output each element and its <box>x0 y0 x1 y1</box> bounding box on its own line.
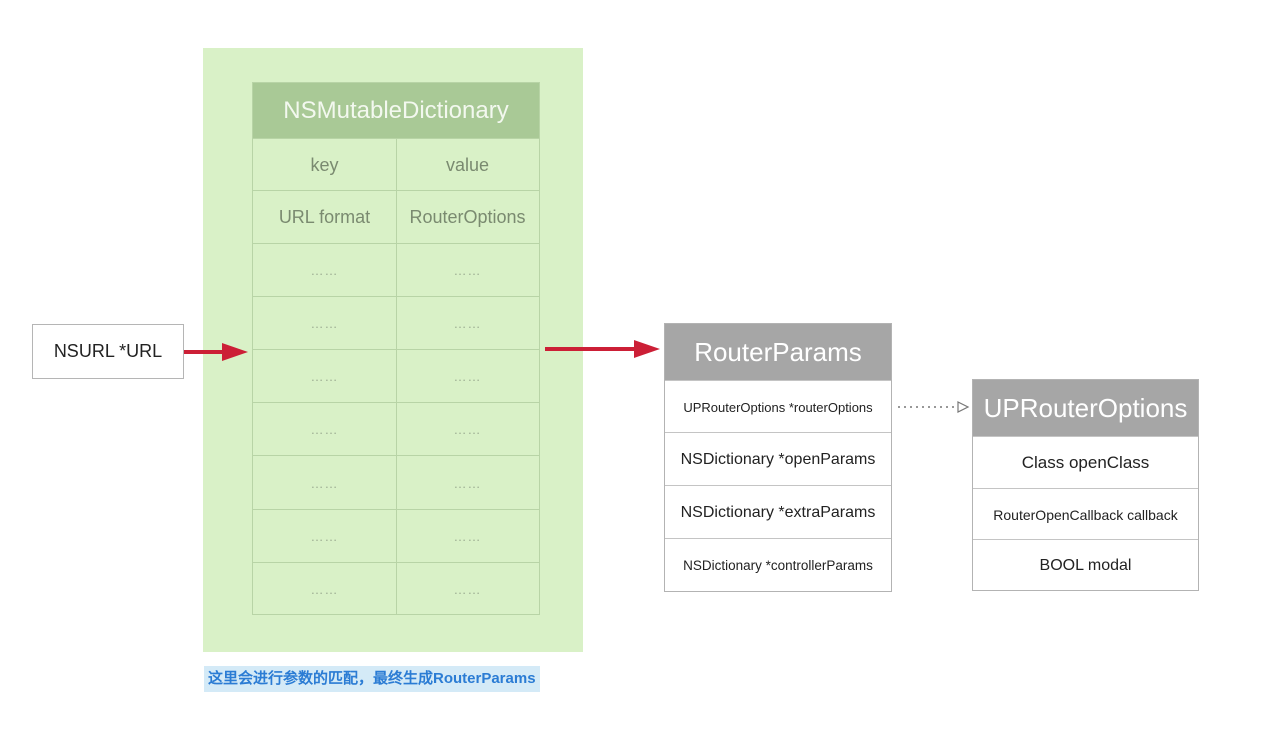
caption: 这里会进行参数的匹配，最终生成RouterParams <box>204 666 540 692</box>
dictionary-value-cell: …… <box>453 316 482 331</box>
dictionary-row: …… …… <box>253 402 539 456</box>
router-params-title: RouterParams <box>665 324 891 380</box>
dictionary-value-cell: …… <box>453 529 482 544</box>
router-options-title: UPRouterOptions <box>973 380 1198 436</box>
dictionary-row: …… …… <box>253 455 539 510</box>
arrow-url-to-dictionary <box>184 343 248 361</box>
dictionary-row: …… …… <box>253 509 539 563</box>
dictionary-value-cell: …… <box>453 422 482 437</box>
router-options-field: Class openClass <box>973 436 1198 489</box>
router-params-field: UPRouterOptions *routerOptions <box>665 380 891 433</box>
router-params-field: NSDictionary *openParams <box>665 432 891 486</box>
router-params-box: RouterParams UPRouterOptions *routerOpti… <box>664 323 892 592</box>
dictionary-key-cell: …… <box>253 510 397 563</box>
dictionary-key-cell: …… <box>253 350 397 403</box>
router-options-field: BOOL modal <box>973 539 1198 591</box>
dotted-arrow-router-options <box>898 401 970 413</box>
dictionary-row: …… …… <box>253 296 539 350</box>
dictionary-key-cell: …… <box>253 403 397 456</box>
dictionary-panel <box>203 48 583 652</box>
dictionary-column-value: value <box>445 154 490 175</box>
dictionary-value-cell: …… <box>453 581 482 597</box>
dictionary-row: URL format RouterOptions <box>253 190 539 244</box>
arrow-dictionary-to-router-params <box>545 340 660 358</box>
dictionary-value-cell: …… <box>453 263 482 278</box>
dictionary-key-cell: URL format <box>253 191 397 244</box>
dictionary-value-cell: …… <box>453 475 482 491</box>
router-params-field: NSDictionary *controllerParams <box>665 538 891 592</box>
dictionary-key-cell: …… <box>253 244 397 297</box>
dictionary-row: …… …… <box>253 349 539 403</box>
router-options-box: UPRouterOptions Class openClass RouterOp… <box>972 379 1199 591</box>
nsurl-input-box: NSURL *URL <box>32 324 184 379</box>
dictionary-row: …… …… <box>253 243 539 297</box>
dictionary-column-key: key <box>253 139 397 191</box>
dictionary-key-cell: …… <box>253 297 397 350</box>
dictionary-row: …… …… <box>253 562 539 615</box>
dictionary-table: NSMutableDictionary key value URL format… <box>252 82 540 615</box>
dictionary-key-cell: …… <box>253 456 397 510</box>
router-options-field: RouterOpenCallback callback <box>973 488 1198 540</box>
router-params-field: NSDictionary *extraParams <box>665 485 891 539</box>
dictionary-key-cell: …… <box>253 563 397 615</box>
dictionary-column-header-row: key value <box>253 138 539 191</box>
dictionary-value-cell: …… <box>453 369 482 384</box>
dictionary-title: NSMutableDictionary <box>253 83 539 138</box>
dictionary-value-cell: RouterOptions <box>409 207 526 227</box>
